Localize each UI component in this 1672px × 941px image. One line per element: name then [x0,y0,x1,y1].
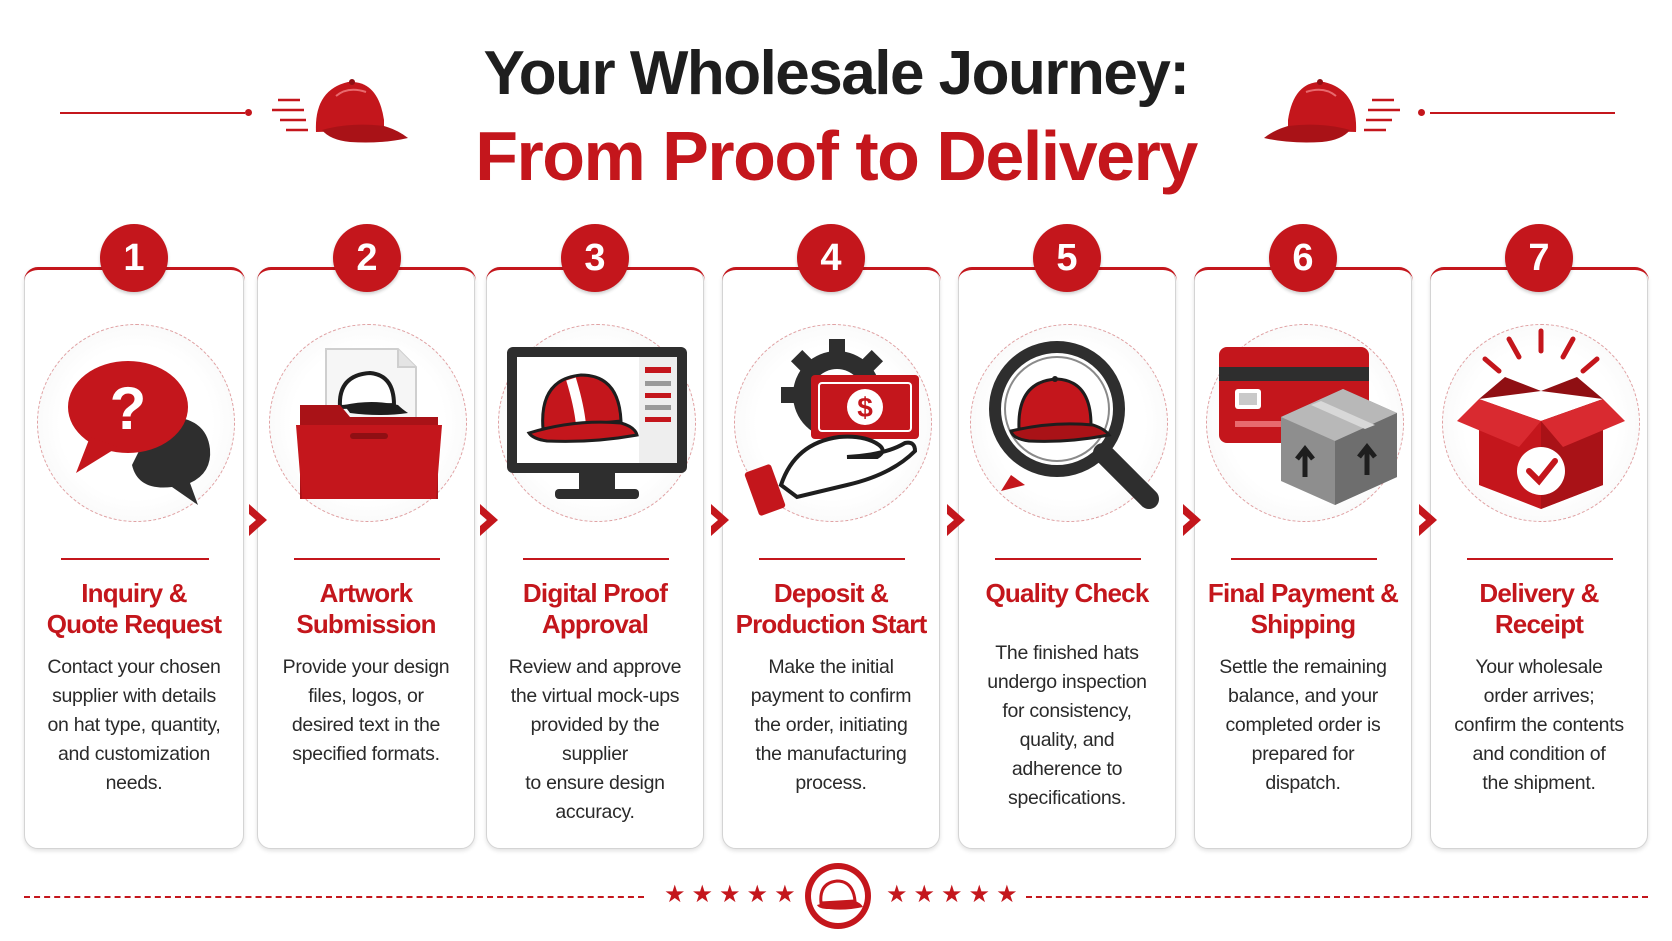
step-3-number: 3 [561,224,629,292]
step-6-divider [1231,558,1377,560]
chevron-right-icon [480,504,498,536]
header-left-cap-icon [272,79,408,143]
step-card-3: Digital Proof Approval Review and approv… [485,266,705,849]
step-5-title: Quality Check [985,578,1150,608]
footer-badge [805,863,871,929]
step-3-icon-circle [498,324,696,522]
step-5-description: The finished hats undergo inspection for… [987,642,1147,809]
step-7-title: Delivery & Receipt [1479,578,1599,639]
step-5-number: 5 [1033,224,1101,292]
step-card-5: Quality Check The finished hats undergo … [957,266,1177,849]
step-1-description: Contact your chosen supplier with detail… [47,656,221,794]
step-6-description: Settle the remaining balance, and your c… [1219,656,1387,794]
step-card-1: ? Inquiry & Quote Request Contact your c… [23,266,245,849]
header-left-dot [245,109,252,116]
step-3-divider [523,558,669,560]
speech-bubble-question-icon: ? [68,361,211,505]
step-1-title: Inquiry & Quote Request [46,578,222,639]
chevron-right-icon [711,504,729,536]
cap-icon [811,869,865,923]
step-card-6: Final Payment & Shipping Settle the rema… [1193,266,1413,849]
open-box-check-icon [1457,328,1625,509]
step-4-divider [759,558,905,560]
footer-stars-right: ★★★★★ [886,881,1024,908]
chevron-right-icon [1183,504,1201,536]
hand-money-gear-icon: $ [744,339,919,516]
magnifier-cap-icon [989,341,1159,509]
step-2-icon-circle [269,324,467,522]
header-right-line [1430,112,1615,114]
header-left-line [60,112,245,114]
step-2-description: Provide your design files, logos, or des… [282,656,450,765]
step-card-4: $ Deposit & Production Start Make the in… [721,266,941,849]
step-4-icon-circle: $ [734,324,932,522]
step-7-icon-circle [1442,324,1640,522]
step-6-icon-circle [1206,324,1404,522]
footer-right-dashed-line [1026,896,1648,898]
step-6-number: 6 [1269,224,1337,292]
step-4-description: Make the initial payment to confirm the … [750,656,912,794]
step-7-divider [1467,558,1613,560]
chevron-right-icon [249,504,267,536]
step-3-title: Digital Proof Approval [522,578,668,639]
step-4-title: Deposit & Production Start [735,578,928,639]
chevron-right-icon [1419,504,1437,536]
footer-stars-left: ★★★★★ [664,881,802,908]
step-4-number: 4 [797,224,865,292]
step-2-number: 2 [333,224,401,292]
step-1-divider [61,558,209,560]
step-2-divider [294,558,440,560]
step-3-description: Review and approve the virtual mock-ups … [508,656,682,823]
svg-text:?: ? [110,375,147,442]
step-1-number: 1 [100,224,168,292]
step-2-title: Artwork Submission [296,578,436,639]
step-1-icon-circle: ? [37,324,235,522]
step-7-description: Your wholesale order arrives; confirm th… [1454,656,1624,794]
svg-text:$: $ [857,392,873,423]
step-6-title: Final Payment & Shipping [1207,578,1399,639]
page-title-line2: From Proof to Delivery [475,117,1198,195]
step-card-7: Delivery & Receipt Your wholesale order … [1429,266,1649,849]
step-7-number: 7 [1505,224,1573,292]
step-5-icon-circle [970,324,1168,522]
header-right-dot [1418,109,1425,116]
header-right-cap-icon [1264,79,1400,143]
footer-left-dashed-line [24,896,644,898]
page-title-line1: Your Wholesale Journey: [483,39,1190,108]
chevron-right-icon [947,504,965,536]
monitor-proof-icon [507,347,687,499]
step-card-2: Artwork Submission Provide your design f… [256,266,476,849]
step-5-divider [995,558,1141,560]
card-package-icon [1219,347,1397,505]
folder-artwork-icon [296,348,442,499]
